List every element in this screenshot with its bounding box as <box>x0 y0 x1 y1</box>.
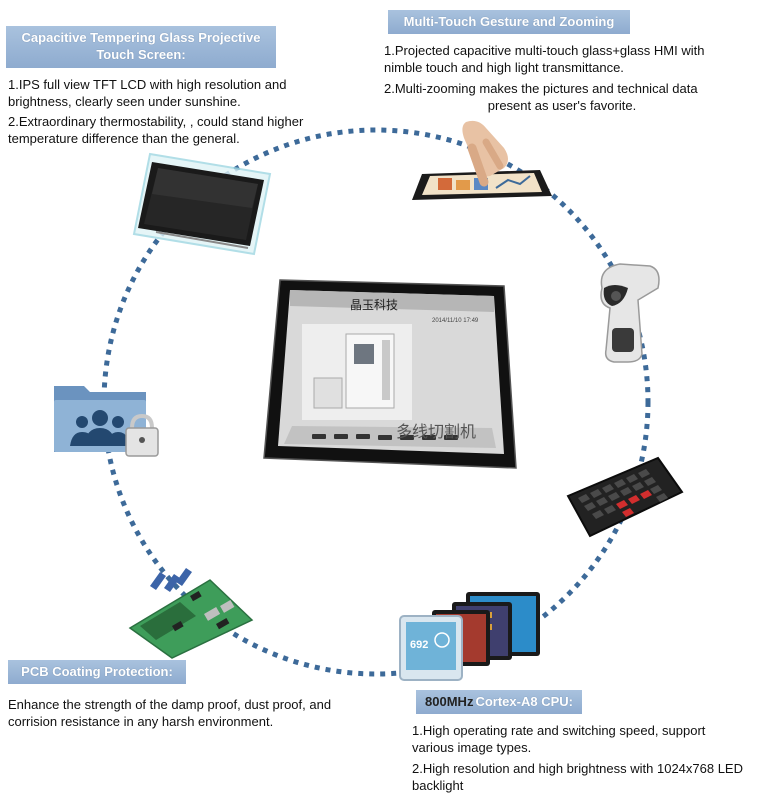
user-lock-folder-icon <box>54 386 159 457</box>
multitouch-text: 1.Projected capacitive multi-touch glass… <box>384 42 754 114</box>
multitouch-point2-line1: 2.Multi-zooming makes the pictures and t… <box>384 81 698 96</box>
multitouch-title: Multi-Touch Gesture and Zooming <box>388 10 630 34</box>
glass-title: Capacitive Tempering Glass Projective To… <box>6 26 276 68</box>
keyboard-icon <box>566 456 684 538</box>
multitouch-point1: 1.Projected capacitive multi-touch glass… <box>384 43 705 75</box>
cpu-text: 1.High operating rate and switching spee… <box>412 722 752 794</box>
cpu-title-prefix: 800MHz <box>425 694 474 709</box>
hmi-date-text: 2014/11/10 17:49 <box>432 318 479 324</box>
barcode-scanner-icon <box>600 263 660 363</box>
glass-point1: 1.IPS full view TFT LCD with high resolu… <box>8 77 287 109</box>
cpu-point1: 1.High operating rate and switching spee… <box>412 723 706 755</box>
pcb-board-icon <box>128 568 254 659</box>
hmi-footer-text: 多线切割机 <box>396 422 477 441</box>
glass-title-line2: Touch Screen: <box>96 47 186 62</box>
pcb-text: Enhance the strength of the damp proof, … <box>8 697 332 729</box>
hmi-panel-icon <box>263 279 517 469</box>
touch-panel-icon <box>132 152 272 256</box>
monitors-icon: 692 <box>399 592 540 681</box>
multitouch-point2-line2: present as user's favorite. <box>487 98 637 113</box>
cpu-point2: 2.High resolution and high brightness wi… <box>412 761 743 793</box>
svg-text:692: 692 <box>410 639 428 651</box>
glass-point2: 2.Extraordinary thermostability, , could… <box>8 114 304 146</box>
glass-text: 1.IPS full view TFT LCD with high resolu… <box>8 76 328 147</box>
glass-title-line1: Capacitive Tempering Glass Projective <box>21 30 261 45</box>
cpu-title-rest: Cortex-A8 CPU: <box>475 694 573 709</box>
pcb-title: PCB Coating Protection: <box>8 660 186 684</box>
tablet-hand-icon <box>412 120 552 200</box>
hmi-header-text: 晶玉科技 <box>350 298 399 312</box>
